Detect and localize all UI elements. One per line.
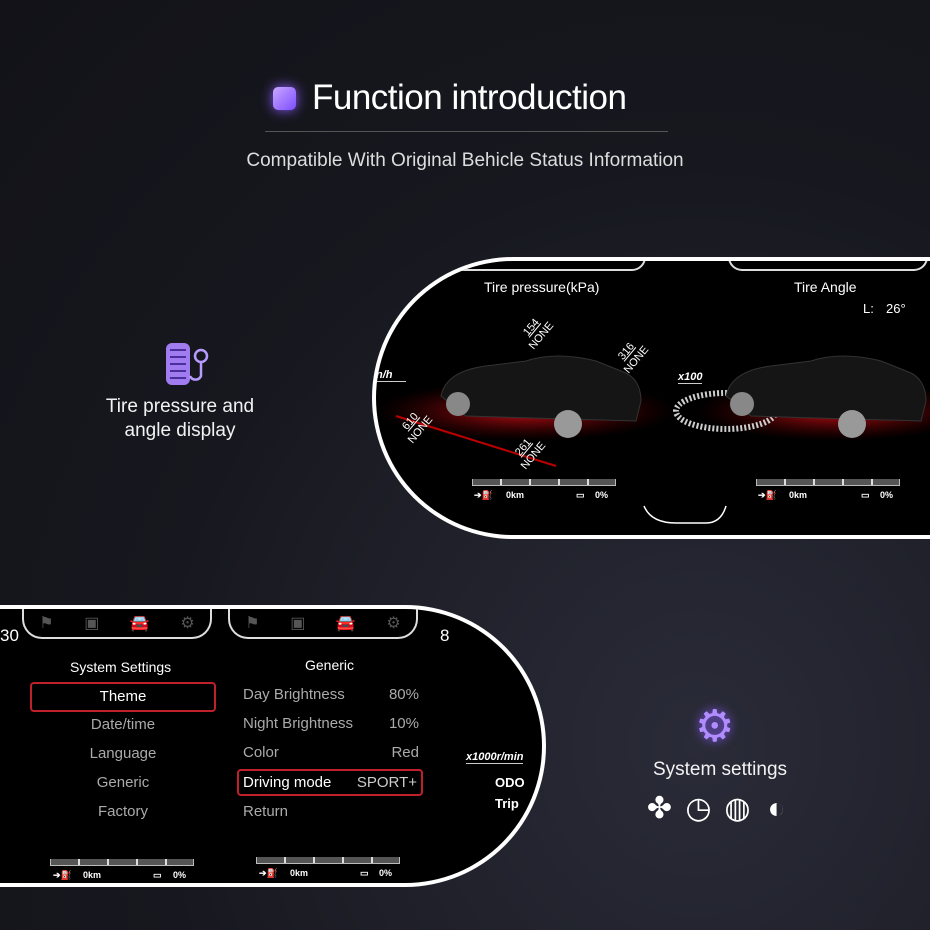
tire-gauge-icon	[165, 342, 211, 391]
settings-tab-bar[interactable]: ⚑ ▣ 🚘 ⚙	[22, 609, 212, 639]
setting-value: Red	[391, 744, 419, 761]
rpm-unit: x1000r/min	[466, 751, 524, 764]
gear-icon: ⚙	[695, 702, 735, 751]
setting-row-color[interactable]: Color Red	[243, 744, 419, 761]
settings-icon-row: ✤ ◷ ◍ ◐	[643, 791, 793, 826]
menu-item-language[interactable]: Language	[89, 745, 157, 762]
pressure-title: Tire pressure(kPa)	[484, 279, 600, 295]
feature-label-line: angle display	[124, 420, 236, 441]
setting-label: Driving mode	[243, 774, 332, 791]
gauge-left-value: 30	[0, 626, 19, 645]
range-value: 0km	[789, 490, 808, 500]
setting-label: Return	[243, 803, 289, 820]
battery-icon: ▭	[153, 870, 162, 880]
range-bar	[256, 857, 400, 864]
range-bar	[756, 479, 900, 486]
angle-label: L:	[863, 301, 874, 316]
battery-value: 0%	[379, 868, 393, 878]
globe-icon: ◍	[724, 792, 751, 825]
page-title: Function introduction	[312, 78, 627, 117]
battery-icon: ▭	[861, 490, 870, 500]
flag-icon[interactable]: ⚑	[245, 615, 260, 632]
flag-icon[interactable]: ⚑	[39, 615, 54, 632]
title-divider	[265, 131, 668, 132]
setting-value: 10%	[388, 715, 419, 732]
generic-title: Generic	[305, 657, 355, 673]
battery-value: 0%	[880, 490, 894, 500]
menu-item-generic[interactable]: Generic	[96, 774, 150, 791]
car-illustrations	[376, 355, 930, 524]
page-subtitle: Compatible With Original Behicle Status …	[246, 150, 684, 171]
setting-value: SPORT+	[356, 774, 417, 791]
setting-label: Day Brightness	[243, 686, 345, 703]
range-bar	[50, 859, 194, 866]
range-value: 0km	[83, 870, 102, 880]
range-bar	[472, 479, 616, 486]
menu-item-theme[interactable]: Theme	[30, 682, 216, 712]
menu-item-datetime[interactable]: Date/time	[90, 716, 156, 733]
fuel-icon: ➔⛽	[259, 868, 278, 878]
setting-row-day-brightness[interactable]: Day Brightness 80%	[243, 686, 419, 703]
settings-tab-bar[interactable]: ⚑ ▣ 🚘 ⚙	[228, 609, 418, 639]
rpm-label: x100	[678, 371, 703, 384]
fuel-icon: ➔⛽	[53, 870, 72, 880]
car-icon[interactable]: 🚘	[129, 615, 150, 632]
theme-icon: ✤	[646, 792, 673, 825]
brightness-icon: ◐	[767, 791, 786, 825]
gauge-right-value: 8	[440, 626, 450, 645]
battery-icon: ▭	[360, 868, 369, 878]
range-value: 0km	[506, 490, 525, 500]
odo-label: ODO	[495, 775, 525, 790]
setting-label: Color	[243, 744, 279, 761]
speed-unit: n/h	[376, 369, 406, 382]
gear-tab-icon[interactable]: ⚙	[180, 615, 195, 632]
menu-item-factory[interactable]: Factory	[97, 803, 148, 820]
fuel-icon: ➔⛽	[474, 490, 493, 500]
angle-title: Tire Angle	[794, 279, 857, 295]
feature-tire-label: Tire pressure and angle display	[80, 395, 280, 443]
feature-label-line: Tire pressure and	[105, 396, 255, 417]
trip-label: Trip	[495, 796, 519, 811]
setting-value: 80%	[388, 686, 419, 703]
fuel-tab-icon[interactable]: ▣	[84, 615, 100, 632]
setting-label: Night Brightness	[243, 715, 354, 732]
fuel-icon: ➔⛽	[758, 490, 777, 500]
tire-display-screen: Tire pressure(kPa) Tire Angle L: 26° n/h…	[372, 257, 930, 539]
car-icon[interactable]: 🚘	[335, 615, 356, 632]
setting-row-night-brightness[interactable]: Night Brightness 10%	[243, 715, 419, 732]
battery-value: 0%	[595, 490, 609, 500]
title-icon	[273, 87, 296, 110]
battery-icon: ▭	[576, 490, 585, 500]
menu-title: System Settings	[70, 659, 172, 675]
battery-value: 0%	[173, 870, 187, 880]
settings-display-screen: 30 8 ⚑ ▣ 🚘 ⚙ ⚑ ▣ 🚘 ⚙ System Settings Theme Dat…	[0, 605, 546, 887]
setting-row-return[interactable]: Return	[243, 803, 419, 820]
feature-settings-label: System settings	[652, 759, 788, 780]
setting-row-driving-mode[interactable]: Driving mode SPORT+	[237, 769, 423, 796]
gear-tab-icon[interactable]: ⚙	[386, 615, 401, 632]
fuel-tab-icon[interactable]: ▣	[290, 615, 306, 632]
range-value: 0km	[290, 868, 309, 878]
clock-icon: ◷	[685, 792, 712, 825]
angle-value: 26°	[886, 301, 906, 316]
